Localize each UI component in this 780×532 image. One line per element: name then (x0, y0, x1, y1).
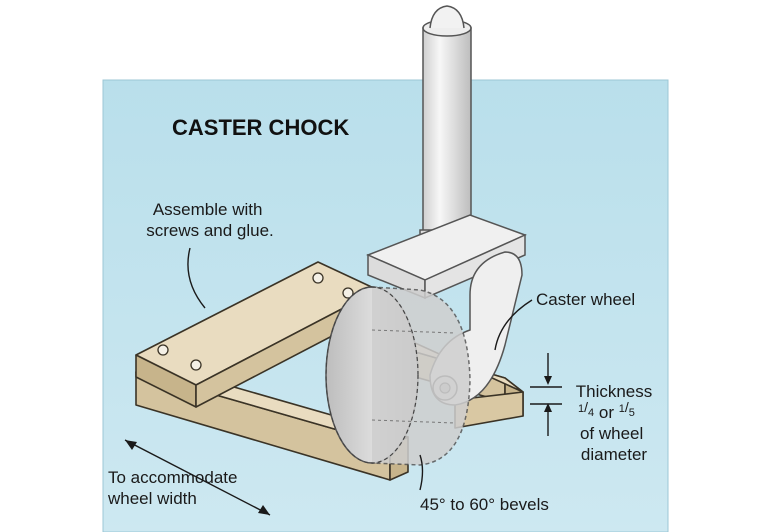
caster-wheel (325, 286, 471, 466)
caster (325, 5, 527, 466)
thickness-dimension (530, 353, 562, 436)
caster-wheel-leader (494, 299, 533, 351)
assemble-label: Assemble with screws and glue. (146, 200, 274, 240)
bevels-label: 45° to 60° bevels (420, 495, 549, 514)
thickness-label: Thickness (576, 382, 653, 401)
bevels-leader (419, 454, 424, 491)
width-dimension (124, 439, 271, 516)
thickness-fraction: 1/4 or 1/5 (578, 399, 635, 422)
caster-post (419, 5, 475, 245)
diagram-title: CASTER CHOCK (172, 115, 349, 140)
screw-icon (157, 272, 354, 371)
thickness-label-rest: of wheel diameter (580, 424, 648, 464)
accommodate-label: To accommodate wheel width (107, 468, 242, 508)
caster-wheel-label: Caster wheel (536, 290, 635, 309)
assemble-leader (187, 247, 206, 309)
